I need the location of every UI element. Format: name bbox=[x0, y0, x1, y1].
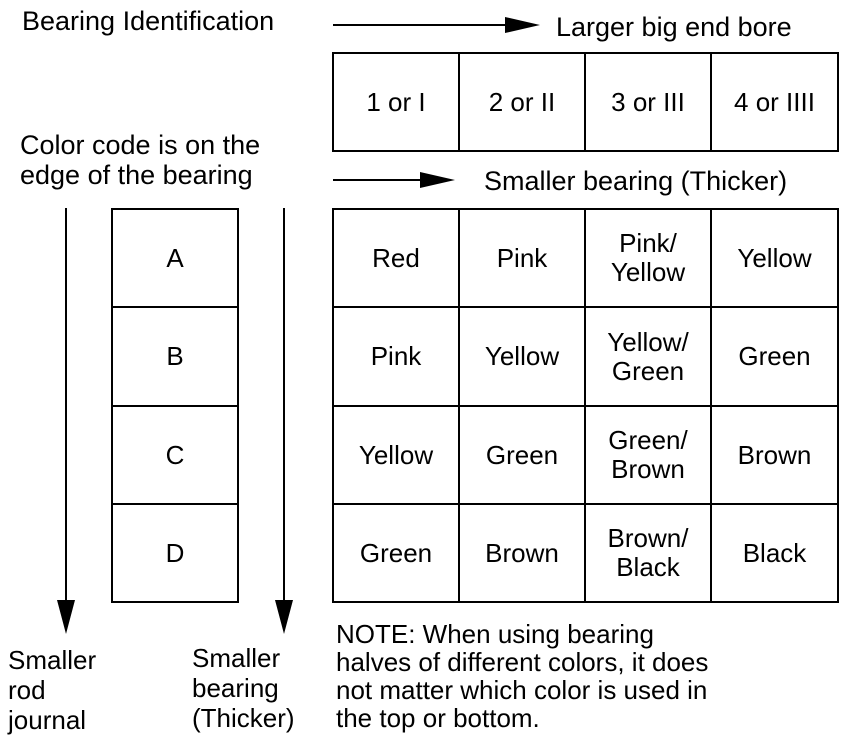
color-code-note-line-2: edge of the bearing bbox=[20, 160, 253, 190]
color-b-2: Yellow bbox=[484, 341, 560, 371]
color-c-4: Brown bbox=[737, 439, 812, 470]
smaller-rod-journal-arrowhead-icon bbox=[57, 600, 75, 634]
bore-code-1: 1 or I bbox=[366, 86, 426, 117]
color-code-note-line-1: Color code is on the bbox=[20, 130, 261, 160]
bore-code-3: 3 or III bbox=[611, 86, 685, 117]
journal-code-a: A bbox=[166, 242, 184, 273]
journal-code-d: D bbox=[165, 537, 185, 568]
color-d-1: Green bbox=[359, 537, 433, 568]
color-c-3: Green/ Brown bbox=[608, 425, 688, 484]
color-c-2: Green bbox=[485, 439, 559, 470]
color-a-1: Red bbox=[372, 242, 420, 273]
color-c-1: Yellow bbox=[358, 439, 434, 470]
smaller-bearing-arrowhead-right-icon bbox=[420, 172, 455, 188]
color-d-4: Black bbox=[742, 537, 807, 568]
color-b-3: Yellow/ Green bbox=[607, 326, 689, 386]
smaller-rod-journal-label: Smaller rod journal bbox=[8, 645, 97, 735]
bearing-color-note: NOTE: When using bearing halves of diffe… bbox=[336, 619, 709, 733]
larger-bore-label: Larger big end bore bbox=[556, 12, 792, 42]
journal-code-b: B bbox=[166, 341, 184, 371]
color-d-3: Brown/ Black bbox=[607, 523, 689, 582]
smaller-bearing-arrowhead-down-icon bbox=[275, 600, 293, 634]
smaller-bearing-label-top: Smaller bearing (Thicker) bbox=[484, 166, 788, 196]
color-a-4: Yellow bbox=[737, 242, 812, 273]
smaller-bearing-label-bottom: Smaller bearing (Thicker) bbox=[192, 643, 295, 733]
bore-code-2: 2 or II bbox=[488, 86, 556, 117]
journal-code-c: C bbox=[165, 439, 185, 470]
color-d-2: Brown bbox=[485, 537, 559, 568]
larger-bore-arrowhead-icon bbox=[505, 17, 540, 33]
bore-code-4: 4 or IIII bbox=[734, 86, 815, 117]
diagram-title: Bearing Identification bbox=[22, 6, 275, 36]
color-a-3: Pink/ Yellow bbox=[610, 228, 686, 287]
color-a-2: Pink bbox=[496, 242, 548, 273]
color-b-4: Green bbox=[738, 341, 811, 371]
color-b-1: Pink bbox=[370, 341, 422, 371]
